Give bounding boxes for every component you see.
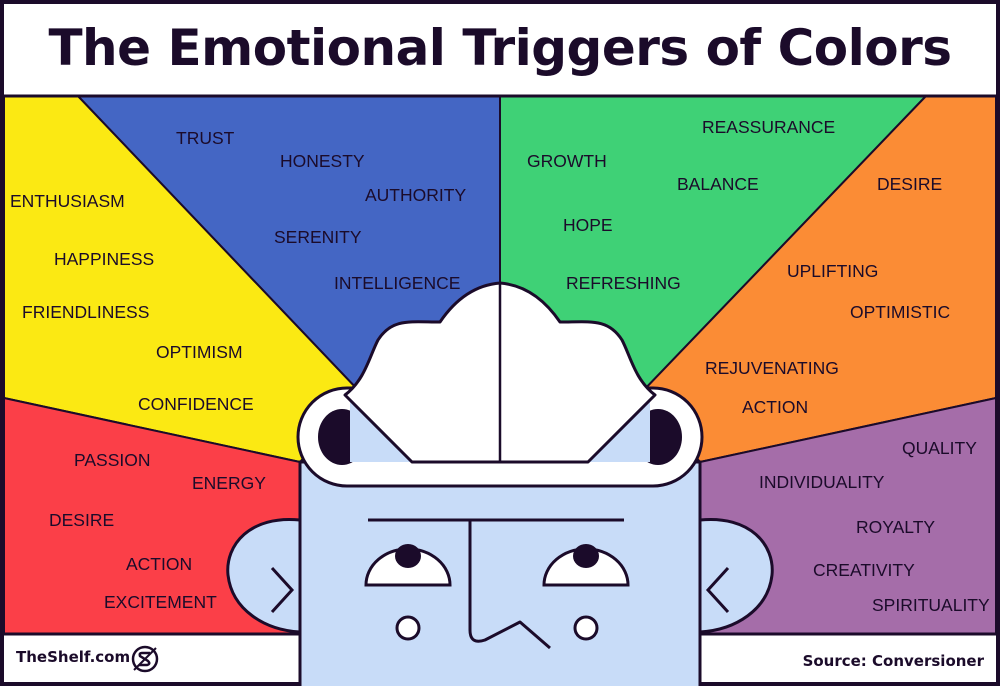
orange-word: UPLIFTING: [787, 261, 878, 281]
red-word: ACTION: [126, 554, 192, 574]
blue-word: AUTHORITY: [365, 185, 466, 205]
yellow-word: CONFIDENCE: [138, 394, 254, 414]
left-ear: [226, 517, 302, 634]
orange-word: ACTION: [742, 397, 808, 417]
orange-word: OPTIMISTIC: [850, 302, 950, 322]
yellow-word: FRIENDLINESS: [22, 302, 149, 322]
orange-word: DESIRE: [877, 174, 942, 194]
left-pupil: [395, 544, 421, 568]
blue-word: TRUST: [176, 128, 235, 148]
right-cheek: [573, 615, 599, 641]
purple-word: CREATIVITY: [813, 560, 915, 580]
yellow-word: ENTHUSIASM: [10, 191, 125, 211]
brand-name: TheShelf.com: [16, 648, 131, 666]
green-word: REASSURANCE: [702, 117, 835, 137]
yellow-word: OPTIMISM: [156, 342, 243, 362]
green-word: GROWTH: [527, 151, 607, 171]
orange-word: REJUVENATING: [705, 358, 839, 378]
purple-word: ROYALTY: [856, 517, 935, 537]
red-word: PASSION: [74, 450, 151, 470]
right-pupil: [573, 544, 599, 568]
green-word: HOPE: [563, 215, 613, 235]
green-word: REFRESHING: [566, 273, 681, 293]
blue-word: INTELLIGENCE: [334, 273, 460, 293]
purple-word: INDIVIDUALITY: [759, 472, 885, 492]
blue-word: SERENITY: [274, 227, 362, 247]
right-ear: [698, 517, 774, 634]
purple-word: QUALITY: [902, 438, 977, 458]
green-word: BALANCE: [677, 174, 759, 194]
infographic-title: The Emotional Triggers of Colors: [48, 19, 952, 77]
source-credit: Source: Conversioner: [802, 652, 984, 670]
red-word: ENERGY: [192, 473, 266, 493]
purple-word: SPIRITUALITY: [872, 595, 990, 615]
brand-logo-icon: [131, 645, 159, 673]
head: [298, 460, 702, 686]
red-word: DESIRE: [49, 510, 114, 530]
yellow-word: HAPPINESS: [54, 249, 154, 269]
red-word: EXCITEMENT: [104, 592, 217, 612]
left-ear-detail: [270, 566, 295, 614]
blue-word: HONESTY: [280, 151, 365, 171]
right-ear-detail: [705, 566, 730, 614]
left-cheek: [395, 615, 421, 641]
nose-line: [468, 520, 551, 650]
